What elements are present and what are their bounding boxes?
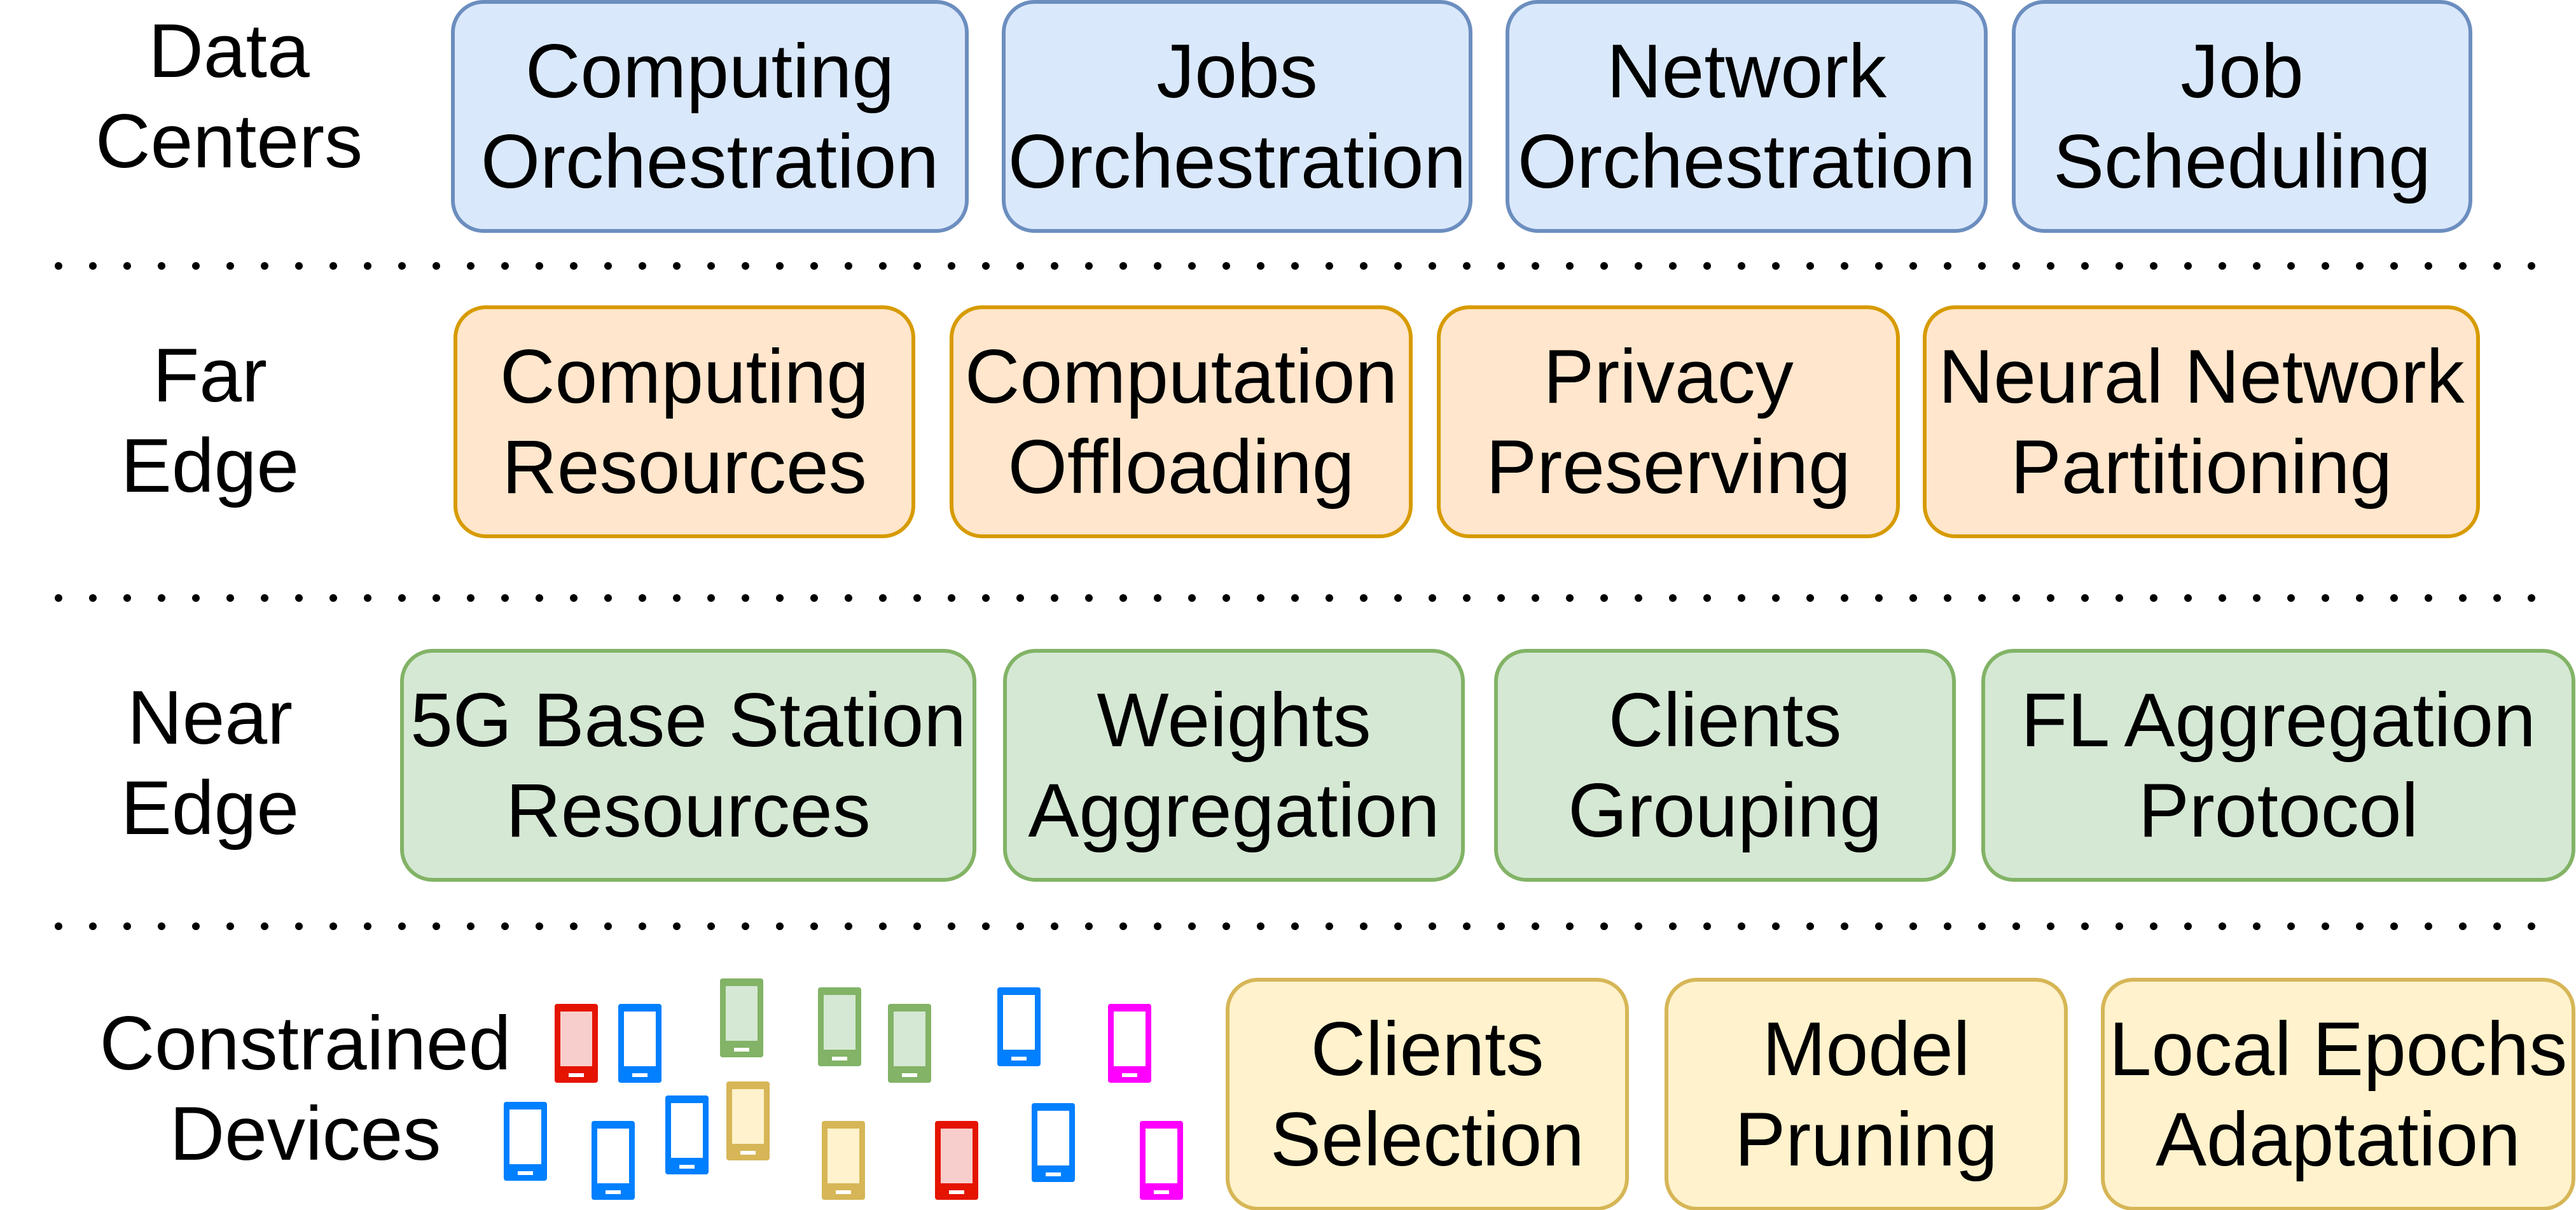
- phone-icon: [720, 978, 763, 1057]
- constrained-devices-box-3-text-1: Local Epochs: [2109, 1006, 2567, 1092]
- far-edge-box-2-text-2: Offloading: [1008, 424, 1355, 510]
- constrained-devices-box-2-shape: [1665, 978, 2068, 1210]
- near-edge-box-3-text-1: Clients: [1609, 678, 1842, 763]
- far-edge-label-line-1: Far: [153, 333, 267, 418]
- constrained-devices-box-1-shape: [1226, 978, 1629, 1210]
- device-icons: [504, 978, 1183, 1200]
- far-edge-box-4-shape: [1923, 305, 2480, 538]
- data-centers-box-2-text-2: Orchestration: [1008, 119, 1466, 204]
- data-centers-box-1-text-1: Computing: [525, 29, 894, 114]
- data-centers-label-line-1: Data: [148, 8, 310, 94]
- data-centers-box-3-text-2: Orchestration: [1518, 119, 1976, 204]
- phone-icon: [818, 987, 861, 1066]
- constrained-devices-label-line-2: Devices: [170, 1091, 441, 1176]
- constrained-devices-label-line-1: Constrained: [99, 1001, 511, 1086]
- phone-icon: [1140, 1121, 1183, 1200]
- phone-icon: [504, 1102, 547, 1181]
- constrained-devices-box-2-text-1: Model: [1762, 1006, 1970, 1092]
- phone-icon: [822, 1121, 865, 1200]
- phone-icon: [555, 1004, 598, 1083]
- constrained-devices-box-1-text-2: Selection: [1270, 1097, 1584, 1182]
- phone-icon: [997, 987, 1041, 1066]
- far-edge-box-3-text-2: Preserving: [1486, 424, 1851, 510]
- data-centers-label-line-2: Centers: [95, 99, 363, 184]
- data-centers-box-2-shape: [1002, 0, 1472, 233]
- tier-separators: [55, 262, 2554, 930]
- near-edge-box-4-text-2: Protocol: [2138, 768, 2418, 853]
- far-edge-box-4-text-2: Partitioning: [2011, 424, 2392, 510]
- data-centers-box-4-text-2: Scheduling: [2053, 119, 2431, 204]
- near-edge-box-3-shape: [1494, 649, 1956, 882]
- constrained-devices-box-1-text-1: Clients: [1311, 1006, 1544, 1092]
- near-edge-box-3-text-2: Grouping: [1568, 768, 1882, 853]
- tier-boxes: ComputingOrchestrationJobsOrchestrationN…: [400, 0, 2575, 1210]
- near-edge-box-4-shape: [1981, 649, 2575, 882]
- far-edge-box-3-shape: [1437, 305, 1900, 538]
- constrained-devices-box-2-text-2: Pruning: [1735, 1097, 1998, 1182]
- near-edge-box-4-text-1: FL Aggregation: [2021, 678, 2535, 763]
- far-edge-box-2-text-1: Computation: [965, 334, 1397, 419]
- far-edge-box-2-shape: [950, 305, 1413, 538]
- near-edge-box-1-text-1: 5G Base Station: [410, 678, 966, 763]
- near-edge-box-1-text-2: Resources: [506, 768, 871, 853]
- phone-icon: [592, 1121, 635, 1200]
- constrained-devices-box-3-text-2: Adaptation: [2156, 1097, 2521, 1182]
- phone-icon: [618, 1004, 661, 1083]
- data-centers-box-1-shape: [451, 0, 969, 233]
- far-edge-label-line-2: Edge: [121, 423, 299, 508]
- tier-labels: DataCentersFarEdgeNearEdgeConstrainedDev…: [95, 8, 511, 1176]
- data-centers-box-4-text-1: Job: [2180, 29, 2303, 114]
- far-edge-box-3-text-1: Privacy: [1543, 334, 1793, 419]
- data-centers-box-4-shape: [2012, 0, 2472, 233]
- far-edge-box-1-text-2: Resources: [502, 424, 867, 510]
- data-centers-box-2-text-1: Jobs: [1156, 29, 1317, 114]
- phone-icon: [726, 1081, 770, 1160]
- phone-icon: [935, 1121, 978, 1200]
- near-edge-box-2-text-1: Weights: [1097, 678, 1371, 763]
- near-edge-label-line-1: Near: [127, 675, 293, 760]
- far-edge-box-1-text-1: Computing: [500, 334, 869, 419]
- phone-icon: [888, 1004, 931, 1083]
- near-edge-box-1-shape: [400, 649, 976, 882]
- data-centers-box-3-shape: [1506, 0, 1988, 233]
- near-edge-label-line-2: Edge: [121, 765, 299, 851]
- near-edge-box-2-shape: [1003, 649, 1465, 882]
- data-centers-box-3-text-1: Network: [1607, 29, 1887, 114]
- phone-icon: [1032, 1103, 1075, 1182]
- far-edge-box-1-shape: [454, 305, 915, 538]
- data-centers-box-1-text-2: Orchestration: [481, 119, 939, 204]
- phone-icon: [665, 1095, 709, 1174]
- near-edge-box-2-text-2: Aggregation: [1028, 768, 1439, 853]
- far-edge-box-4-text-1: Neural Network: [1939, 334, 2465, 419]
- phone-icon: [1108, 1004, 1151, 1083]
- constrained-devices-box-3-shape: [2101, 978, 2575, 1210]
